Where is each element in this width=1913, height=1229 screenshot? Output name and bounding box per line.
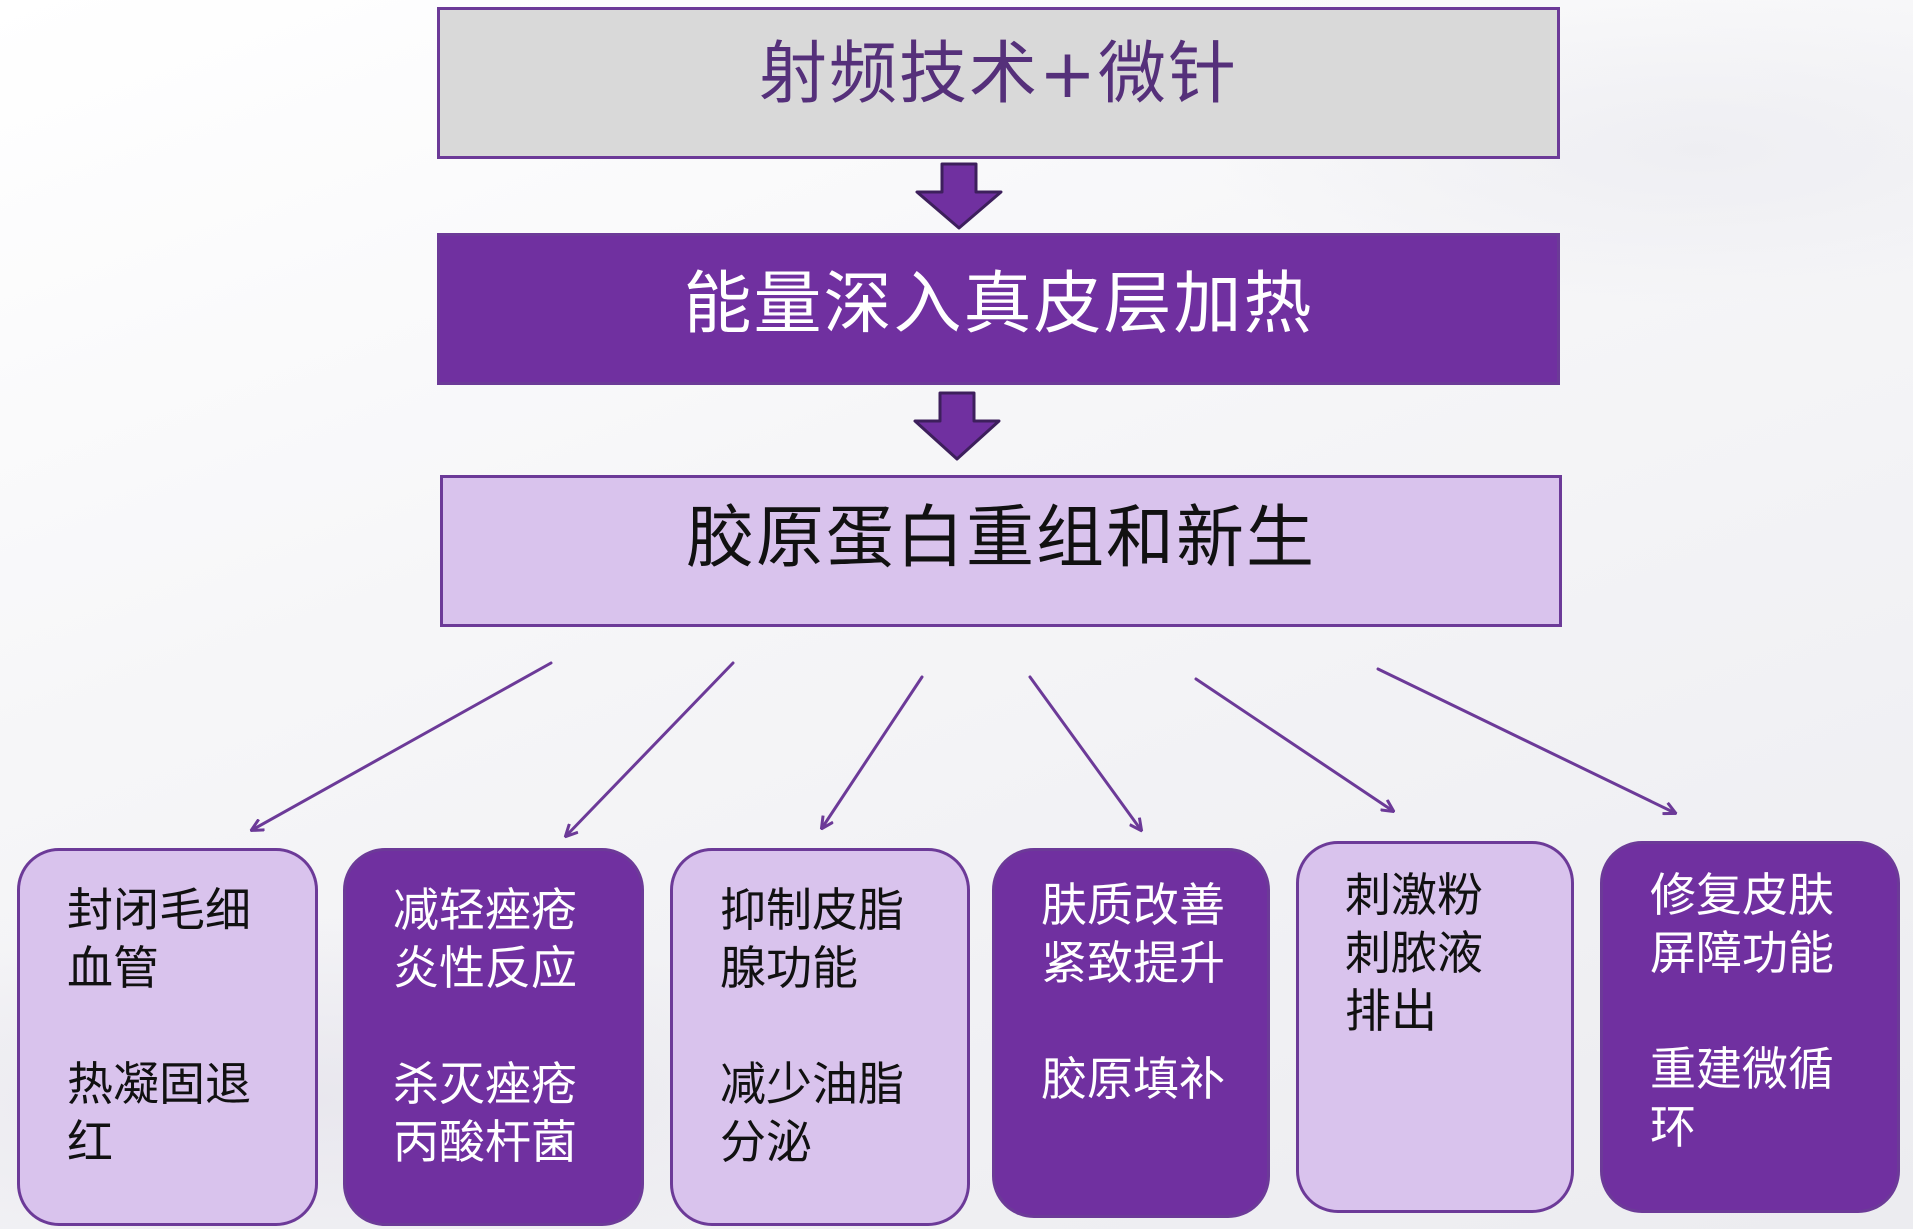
effect-text: 血管 bbox=[67, 941, 159, 995]
effect-text: 炎性反应 bbox=[393, 941, 577, 995]
arrow-diagonal-icon bbox=[1028, 675, 1141, 830]
arrow-diagonal-icon bbox=[1376, 667, 1675, 813]
arrow-down-icon bbox=[915, 162, 1003, 230]
effect-text: 杀灭痤疮 bbox=[393, 1057, 577, 1111]
effect-text: 胶原填补 bbox=[1041, 1052, 1225, 1106]
arrow-down-icon bbox=[913, 391, 1001, 461]
step-2-label: 能量深入真皮层加热 bbox=[683, 264, 1314, 344]
effect-text: 减少油脂 bbox=[720, 1057, 904, 1111]
effect-text: 红 bbox=[67, 1115, 113, 1169]
step-1-label: 射频技术+微针 bbox=[759, 34, 1238, 114]
effect-text: 封闭毛细 bbox=[67, 883, 251, 937]
effect-text: 分泌 bbox=[720, 1115, 812, 1169]
arrow-diagonal-icon bbox=[252, 661, 553, 830]
step-collagen-regeneration: 胶原蛋白重组和新生 bbox=[440, 475, 1562, 627]
effect-text: 刺脓液 bbox=[1345, 926, 1483, 980]
effect-box-skin-texture: 肤质改善 紧致提升 胶原填补 bbox=[992, 848, 1270, 1218]
arrow-diagonal-icon bbox=[566, 661, 735, 836]
effect-text: 热凝固退 bbox=[67, 1057, 251, 1111]
effect-text: 排出 bbox=[1345, 984, 1437, 1038]
effect-text: 屏障功能 bbox=[1650, 926, 1834, 980]
effect-text: 紧致提升 bbox=[1041, 936, 1225, 990]
effect-text: 修复皮肤 bbox=[1650, 868, 1834, 922]
effect-text: 抑制皮脂 bbox=[720, 883, 904, 937]
arrow-diagonal-icon bbox=[1194, 677, 1393, 811]
effect-box-skin-barrier: 修复皮肤 屏障功能 重建微循 环 bbox=[1600, 841, 1900, 1213]
effect-text: 腺功能 bbox=[720, 941, 858, 995]
effect-box-capillary: 封闭毛细 血管 热凝固退 红 bbox=[17, 848, 318, 1226]
effect-text: 肤质改善 bbox=[1041, 878, 1225, 932]
step-3-label: 胶原蛋白重组和新生 bbox=[685, 498, 1316, 578]
step-dermal-heating: 能量深入真皮层加热 bbox=[437, 233, 1560, 385]
effect-text: 环 bbox=[1650, 1100, 1696, 1154]
effect-text: 丙酸杆菌 bbox=[393, 1115, 577, 1169]
effect-box-comedone: 刺激粉 刺脓液 排出 bbox=[1296, 841, 1574, 1213]
effect-text: 减轻痤疮 bbox=[393, 883, 577, 937]
step-radiofrequency-microneedle: 射频技术+微针 bbox=[437, 7, 1560, 159]
arrow-diagonal-icon bbox=[822, 675, 924, 828]
effect-box-sebaceous: 抑制皮脂 腺功能 减少油脂 分泌 bbox=[670, 848, 970, 1226]
effect-text: 刺激粉 bbox=[1345, 868, 1483, 922]
effect-box-acne-inflammation: 减轻痤疮 炎性反应 杀灭痤疮 丙酸杆菌 bbox=[343, 848, 644, 1226]
effect-text: 重建微循 bbox=[1650, 1042, 1834, 1096]
